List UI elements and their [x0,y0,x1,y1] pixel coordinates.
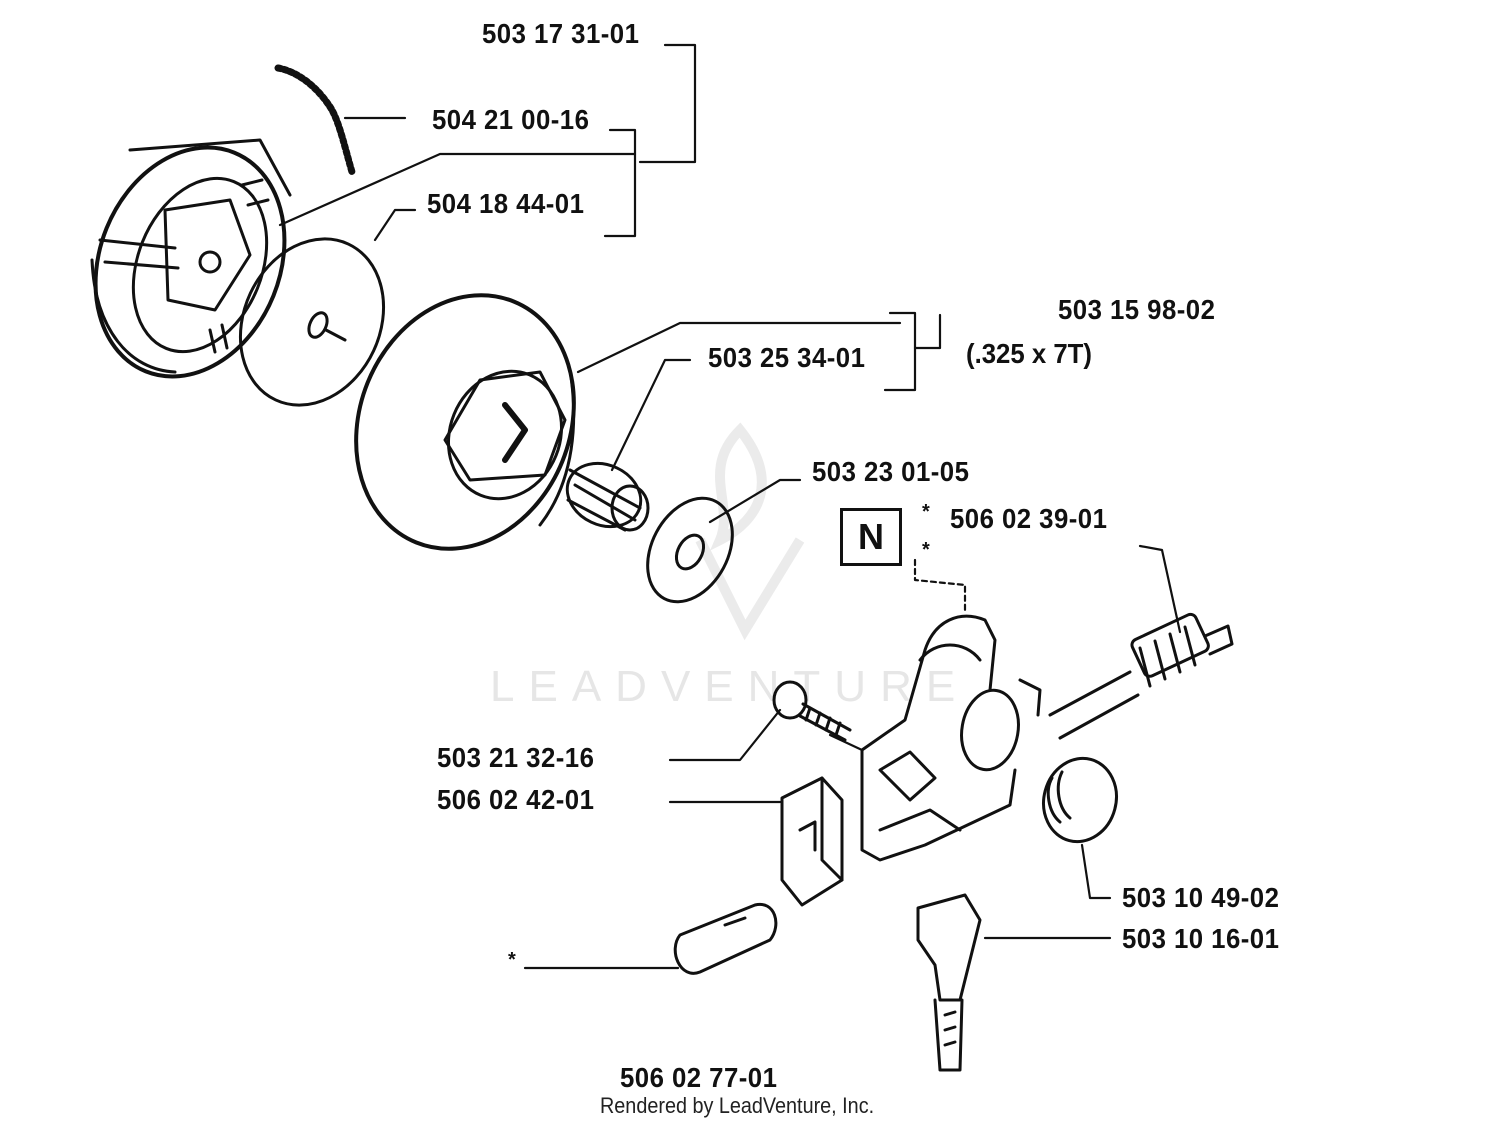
clutch-spring [274,64,356,176]
part-number-label: 503 21 32-16 [437,742,595,773]
clutch-drum [354,293,576,551]
oil-pump-body [860,614,1042,862]
oil-pump-plug [1042,756,1118,844]
needle-bearing [565,461,650,532]
worm-shaft [1048,612,1234,740]
cylinder-pin [673,902,778,975]
rendered-by-credit: Rendered by LeadVenture, Inc. [600,1093,875,1118]
part-number-label: 506 02 77-01 [620,1062,778,1093]
watermark-logo [695,422,805,641]
leader-lines [278,43,1182,970]
part-number-label: 504 21 00-16 [432,104,590,135]
part-number-label: 503 17 31-01 [482,18,640,49]
screw [772,680,852,742]
seal-block [780,776,844,907]
asterisk-marker: * [922,539,930,561]
sprocket-spec-note: (.325 x 7T) [966,338,1092,369]
new-part-box: N [840,508,902,566]
thrust-washer [646,496,734,604]
watermark-brand-text: LEADVENTURE [490,662,970,711]
part-number-label: 503 15 98-02 [1058,294,1216,325]
part-number-label: 503 10 16-01 [1122,923,1280,954]
part-number-label: 503 25 34-01 [708,342,866,373]
clutch-assembly [90,138,292,379]
part-number-label: 504 18 44-01 [427,188,585,219]
part-number-label: 506 02 39-01 [950,503,1108,534]
asterisk-marker: * [922,501,930,523]
pump-plunger [916,893,982,1072]
asterisk-marker: * [508,949,516,971]
part-number-label: 506 02 42-01 [437,784,595,815]
part-number-label: 503 10 49-02 [1122,882,1280,913]
clutch-washer [238,237,386,407]
part-number-label: 503 23 01-05 [812,456,970,487]
